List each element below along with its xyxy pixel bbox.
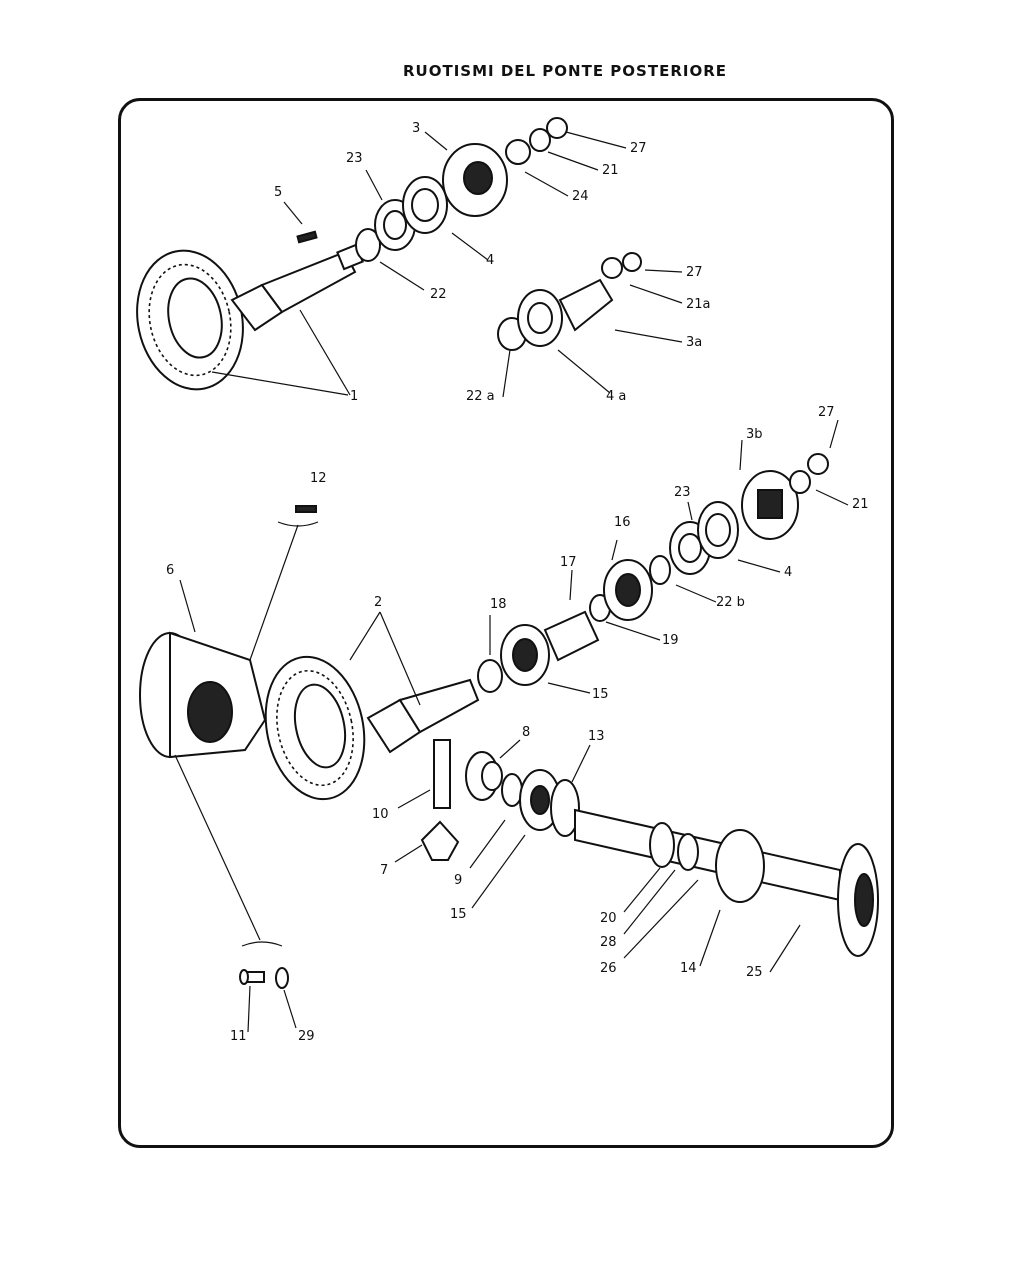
flange-3a-assembly	[497, 252, 642, 351]
label-22b: 22 b	[716, 595, 745, 610]
label-12: 12	[310, 471, 327, 486]
pin-12	[295, 505, 317, 513]
label-24: 24	[572, 189, 589, 204]
label-2: 2	[374, 595, 382, 610]
label-22: 22	[430, 287, 447, 302]
label-21a: 21a	[686, 297, 711, 312]
label-9: 9	[454, 873, 462, 888]
label-14: 14	[680, 961, 697, 976]
label-10: 10	[372, 807, 389, 822]
ring-22b	[649, 555, 671, 585]
gear-13	[550, 779, 580, 837]
key-5	[296, 230, 318, 244]
ring-18	[477, 659, 503, 693]
ring-22	[355, 228, 381, 262]
nut-24-21-27	[505, 117, 568, 165]
label-17: 17	[560, 555, 577, 570]
label-4a: 4 a	[606, 389, 626, 404]
label-23-mid: 23	[674, 485, 691, 500]
pinion-shaft-mid	[366, 678, 480, 754]
label-27-a: 27	[686, 265, 703, 280]
flange-3b	[741, 470, 799, 540]
label-6: 6	[166, 563, 174, 578]
label-15-low: 15	[450, 907, 467, 922]
label-28: 28	[600, 935, 617, 950]
bolt-11	[239, 969, 265, 985]
label-3b: 3b	[746, 427, 763, 442]
label-15-mid: 15	[592, 687, 609, 702]
label-8: 8	[522, 725, 530, 740]
side-gear-8	[465, 751, 503, 801]
label-18: 18	[490, 597, 507, 612]
bearing-15	[500, 624, 550, 686]
differential-housing-6	[139, 631, 267, 759]
bearing-23-4	[374, 176, 448, 251]
spacer-17	[543, 610, 600, 662]
label-7: 7	[380, 863, 388, 878]
pinion-shaft-top	[230, 243, 364, 332]
bearing-23-4-mid	[669, 501, 739, 575]
label-11: 11	[230, 1029, 247, 1044]
label-3: 3	[412, 121, 420, 136]
bearing-16	[603, 559, 653, 621]
label-23-top: 23	[346, 151, 363, 166]
label-4-mid: 4	[784, 565, 792, 580]
label-25: 25	[746, 965, 763, 980]
pinion-7	[420, 820, 460, 861]
label-21-mid: 21	[852, 497, 869, 512]
bearing-15-low	[519, 769, 561, 831]
crown-wheel-mid	[264, 655, 366, 801]
label-19: 19	[662, 633, 679, 648]
leader-lines	[174, 131, 849, 1033]
page-title: RUOTISMI DEL PONTE POSTERIORE	[402, 62, 727, 80]
label-27-top: 27	[630, 141, 647, 156]
label-26: 26	[600, 961, 617, 976]
shaft-10	[433, 739, 451, 809]
label-20: 20	[600, 911, 617, 926]
axle-shaft-25	[574, 808, 879, 957]
tab-washer-29	[275, 967, 289, 989]
label-16: 16	[614, 515, 631, 530]
label-21-top: 21	[602, 163, 619, 178]
label-22a: 22 a	[466, 389, 495, 404]
label-13: 13	[588, 729, 605, 744]
washer-9	[501, 773, 523, 807]
label-27-mid: 27	[818, 405, 835, 420]
label-4-top: 4	[486, 253, 494, 268]
diagram-frame	[118, 98, 894, 1148]
label-29: 29	[298, 1029, 315, 1044]
nut-21-27-mid	[789, 453, 829, 494]
flange-3	[442, 143, 508, 217]
label-5: 5	[274, 185, 282, 200]
label-1: 1	[350, 389, 358, 404]
label-3a: 3a	[686, 335, 702, 350]
